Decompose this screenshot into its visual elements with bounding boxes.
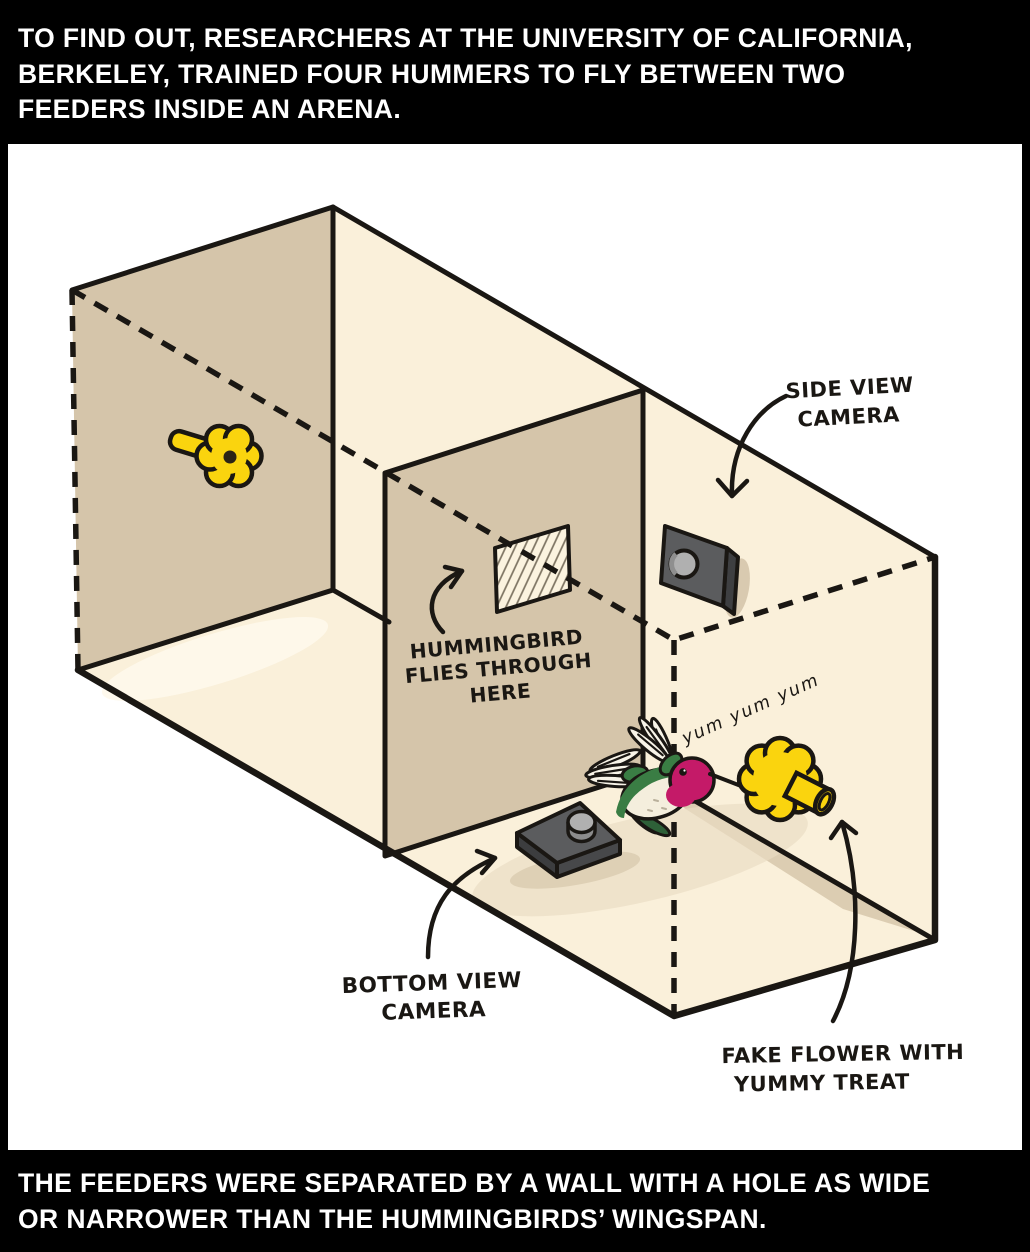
left-flower-center bbox=[223, 450, 237, 464]
fake-flower-label-line2: YUMMY TREAT bbox=[733, 1069, 910, 1096]
hummingbird-eye bbox=[679, 768, 687, 776]
floor-highlight bbox=[101, 617, 329, 701]
fake-flower-label-line1: FAKE FLOWER WITH bbox=[721, 1040, 964, 1068]
hummingbird bbox=[584, 716, 743, 838]
floor-shadow-center bbox=[472, 803, 808, 917]
hole-hatching bbox=[495, 526, 570, 612]
side-view-camera bbox=[659, 524, 750, 618]
left-feeder-flower bbox=[167, 423, 264, 489]
fake-flower-tube bbox=[781, 769, 837, 817]
top-caption: TO FIND OUT, RESEARCHERS AT THE UNIVERSI… bbox=[18, 21, 913, 128]
bottom-caption-line2: OR NARROWER THAN THE HUMMINGBIRDS’ WINGS… bbox=[18, 1203, 767, 1234]
arena-solid-edges bbox=[69, 204, 939, 1020]
top-caption-line2: BERKELEY, TRAINED FOUR HUMMERS TO FLY BE… bbox=[18, 58, 846, 89]
top-caption-line1: TO FIND OUT, RESEARCHERS AT THE UNIVERSI… bbox=[18, 23, 913, 53]
bottom-camera-arrow bbox=[425, 848, 498, 960]
annotation-arrows bbox=[425, 393, 859, 1024]
bottom-caption-line1: THE FEEDERS WERE SEPARATED BY A WALL WIT… bbox=[18, 1168, 931, 1198]
bottom-camera-label-line2: CAMERA bbox=[381, 997, 487, 1026]
fake-flower-arrow bbox=[828, 819, 859, 1024]
arena-illustration-panel: SIDE VIEW CAMERA HUMMINGBIRD FLIES THROU… bbox=[8, 144, 1022, 1150]
hummingbird-beak bbox=[708, 772, 743, 788]
side-camera-arrow bbox=[715, 393, 789, 499]
bottom-view-camera bbox=[509, 801, 641, 889]
arena-dashed-edges bbox=[69, 287, 936, 1016]
hole-label-line3: HERE bbox=[469, 678, 532, 707]
hole-arrow bbox=[429, 564, 465, 635]
fake-flower-feeder bbox=[736, 735, 837, 823]
bottom-caption: THE FEEDERS WERE SEPARATED BY A WALL WIT… bbox=[18, 1166, 930, 1237]
arena-svg: SIDE VIEW CAMERA HUMMINGBIRD FLIES THROU… bbox=[69, 204, 964, 1097]
hummingbird-upper-wing bbox=[627, 716, 684, 777]
wall-hole bbox=[493, 524, 572, 614]
top-caption-line3: FEEDERS INSIDE AN ARENA. bbox=[18, 94, 402, 124]
left-flower-petals bbox=[194, 423, 264, 489]
divider-wall bbox=[385, 390, 643, 856]
bottom-camera-lens bbox=[566, 809, 597, 835]
side-camera-label-line1: SIDE VIEW bbox=[785, 373, 914, 404]
bottom-camera-label-line1: BOTTOM VIEW bbox=[341, 968, 522, 999]
side-camera-label-line2: CAMERA bbox=[797, 402, 901, 431]
